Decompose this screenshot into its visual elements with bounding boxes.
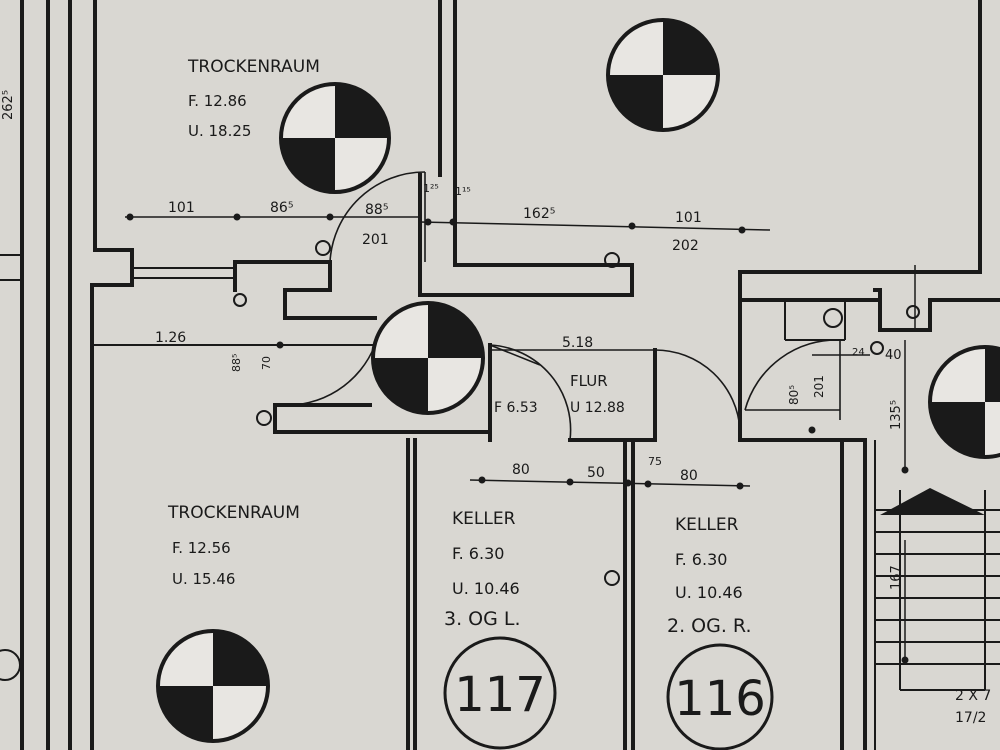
dim-label: 50: [587, 465, 605, 481]
room-name: TROCKENRAUM: [187, 57, 320, 77]
room-perimeter: U. 15.46: [172, 570, 235, 588]
dim-label: 135⁵: [889, 400, 904, 430]
dim-label: 80: [512, 462, 530, 478]
room-keller-117: KELLER F. 6.30 U. 10.46 3. OG L. 117: [444, 509, 546, 723]
dim-label: 88⁵: [365, 202, 388, 218]
fixtures: [0, 240, 920, 681]
room-perimeter: U 12.88: [570, 400, 625, 416]
dimension-labels: 101 86⁵ 88⁵ 201 1²⁵ 1¹⁵ 162⁵ 101 202 1.2…: [1, 90, 991, 726]
room-name: FLUR: [570, 372, 608, 390]
room-area: F. 12.86: [188, 92, 247, 110]
dim-label: 202: [672, 238, 699, 254]
survey-target: [279, 82, 391, 194]
room-perimeter: U. 10.46: [675, 583, 743, 602]
dim-label: 1¹⁵: [455, 185, 471, 198]
door-flur-left: [489, 344, 572, 441]
door-trockenraum-top: [329, 171, 426, 263]
dim-label: 262⁵: [1, 90, 16, 120]
dim-label: 201: [362, 232, 389, 248]
dimension-lines: [92, 213, 916, 664]
room-assignment: 3. OG L.: [444, 608, 521, 630]
room-area: F. 6.30: [452, 544, 504, 563]
survey-target: [371, 301, 485, 415]
dim-label: 101: [168, 200, 195, 216]
room-assignment: 2. OG. R.: [667, 615, 752, 637]
survey-target: [928, 345, 1000, 459]
dim-label: 88⁵: [230, 354, 243, 372]
room-area: F. 6.30: [675, 550, 727, 569]
dim-label: 24: [852, 347, 865, 358]
staircase: [874, 440, 1000, 750]
doors: [279, 171, 841, 441]
room-name: TROCKENRAUM: [167, 503, 300, 523]
room-keller-116: KELLER F. 6.30 U. 10.46 2. OG. R. 116: [667, 515, 766, 727]
dim-label: 1.26: [155, 330, 186, 346]
room-trockenraum-top: TROCKENRAUM F. 12.86 U. 18.25: [187, 57, 320, 140]
room-name: KELLER: [452, 509, 516, 529]
dim-label: 1²⁵: [423, 182, 439, 195]
dim-label: 40: [885, 348, 902, 363]
survey-targets: [156, 18, 1000, 743]
dim-label: 5.18: [562, 335, 593, 351]
dim-label: 80⁵: [787, 385, 801, 405]
dim-label: 70: [260, 356, 273, 370]
dim-label: 167: [889, 565, 904, 590]
door-trockenraum-bottom: [279, 344, 376, 407]
room-area: F. 12.56: [172, 539, 231, 557]
dim-label: 17/2: [955, 710, 986, 726]
room-perimeter: U. 18.25: [188, 122, 251, 140]
dim-label: 162⁵: [523, 206, 555, 222]
room-number-circle-117: [443, 636, 557, 750]
room-flur: FLUR F 6.53 U 12.88: [494, 372, 625, 416]
dim-label: 101: [675, 210, 702, 226]
survey-target: [156, 629, 270, 743]
dim-label: 80: [680, 468, 698, 484]
room-number: 116: [674, 671, 766, 727]
room-number-circle-116: [666, 643, 774, 750]
room-trockenraum-bottom: TROCKENRAUM F. 12.56 U. 15.46: [167, 503, 300, 588]
stair-arrow: [880, 488, 985, 515]
dim-label: 75: [648, 455, 662, 468]
room-area: F 6.53: [494, 400, 538, 416]
room-perimeter: U. 10.46: [452, 579, 520, 598]
dim-label: 2 X 7: [955, 688, 991, 704]
dim-label: 86⁵: [270, 200, 293, 216]
room-number: 117: [454, 667, 546, 723]
door-stair: [744, 339, 841, 411]
survey-target: [606, 18, 720, 132]
door-keller-116: [654, 349, 741, 431]
room-name: KELLER: [675, 515, 739, 535]
dim-label: 201: [812, 375, 826, 398]
